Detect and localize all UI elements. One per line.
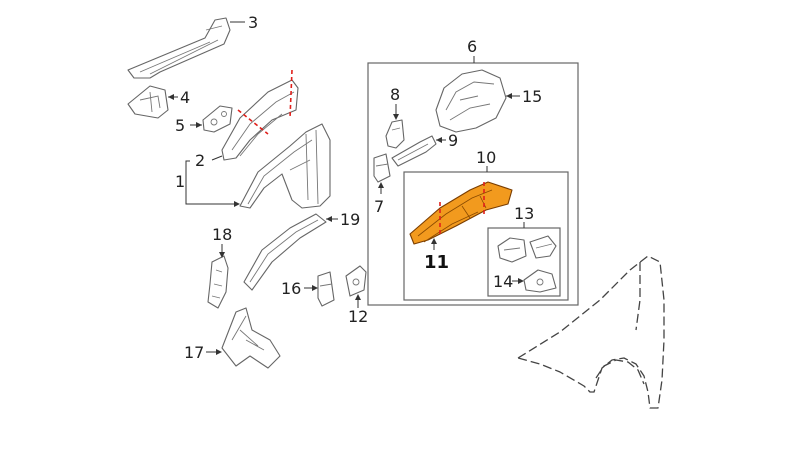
callout-17: 17 — [184, 343, 204, 362]
fender-outline — [517, 255, 665, 409]
part-4-bracket — [127, 85, 169, 119]
part-17-lower-bracket — [221, 307, 281, 369]
callout-3: 3 — [248, 13, 258, 32]
callout-18: 18 — [212, 225, 232, 244]
part-16-block — [317, 271, 335, 307]
callout-9: 9 — [448, 131, 458, 150]
arrow-7 — [378, 182, 384, 188]
callout-14: 14 — [493, 272, 513, 291]
arrow-11 — [431, 238, 437, 244]
callout-10: 10 — [476, 148, 496, 167]
arrow-12 — [355, 294, 361, 300]
callout-16: 16 — [281, 279, 301, 298]
arrow-4 — [168, 94, 174, 100]
callout-5: 5 — [175, 116, 185, 135]
part-2-apron-upper — [221, 79, 299, 161]
callout-15: 15 — [522, 87, 542, 106]
leader-2 — [211, 155, 223, 161]
part-11-frame-rail-highlighted — [409, 181, 513, 245]
arrow-18 — [219, 252, 225, 258]
leader-1-bracket — [185, 160, 238, 205]
callout-13: 13 — [514, 204, 534, 223]
callout-8: 8 — [390, 85, 400, 104]
part-18-vertical-bracket — [207, 255, 229, 309]
part-9-strip — [391, 135, 437, 167]
part-7-cap — [373, 153, 391, 183]
part-13-brackets — [497, 235, 557, 263]
arrow-5 — [196, 122, 202, 128]
part-5-plate — [202, 105, 233, 133]
arrow-15 — [506, 93, 512, 99]
callout-2: 2 — [195, 151, 205, 170]
part-15-wheelhouse — [435, 69, 507, 133]
arrow-19 — [326, 216, 332, 222]
part-14-bracket — [523, 269, 557, 293]
part-3-upper-rail — [127, 17, 231, 79]
group-box-6 — [367, 62, 579, 306]
arrow-16 — [312, 285, 318, 291]
arrow-1 — [234, 201, 240, 207]
callout-6: 6 — [467, 37, 477, 56]
cut-line-2a — [289, 69, 293, 119]
group-box-10 — [403, 171, 569, 301]
callout-12: 12 — [348, 307, 368, 326]
arrow-9 — [436, 137, 442, 143]
part-1-apron-assembly — [239, 123, 331, 209]
part-8-bracket — [385, 119, 405, 149]
arrow-8 — [393, 114, 399, 120]
arrow-14 — [518, 278, 524, 284]
callout-7: 7 — [374, 197, 384, 216]
callout-4: 4 — [180, 88, 190, 107]
callout-19: 19 — [340, 210, 360, 229]
arrow-17 — [216, 349, 222, 355]
part-12-clip — [345, 265, 367, 297]
callout-1: 1 — [175, 172, 185, 191]
callout-11: 11 — [424, 252, 449, 273]
part-19-long-rail — [243, 213, 327, 291]
